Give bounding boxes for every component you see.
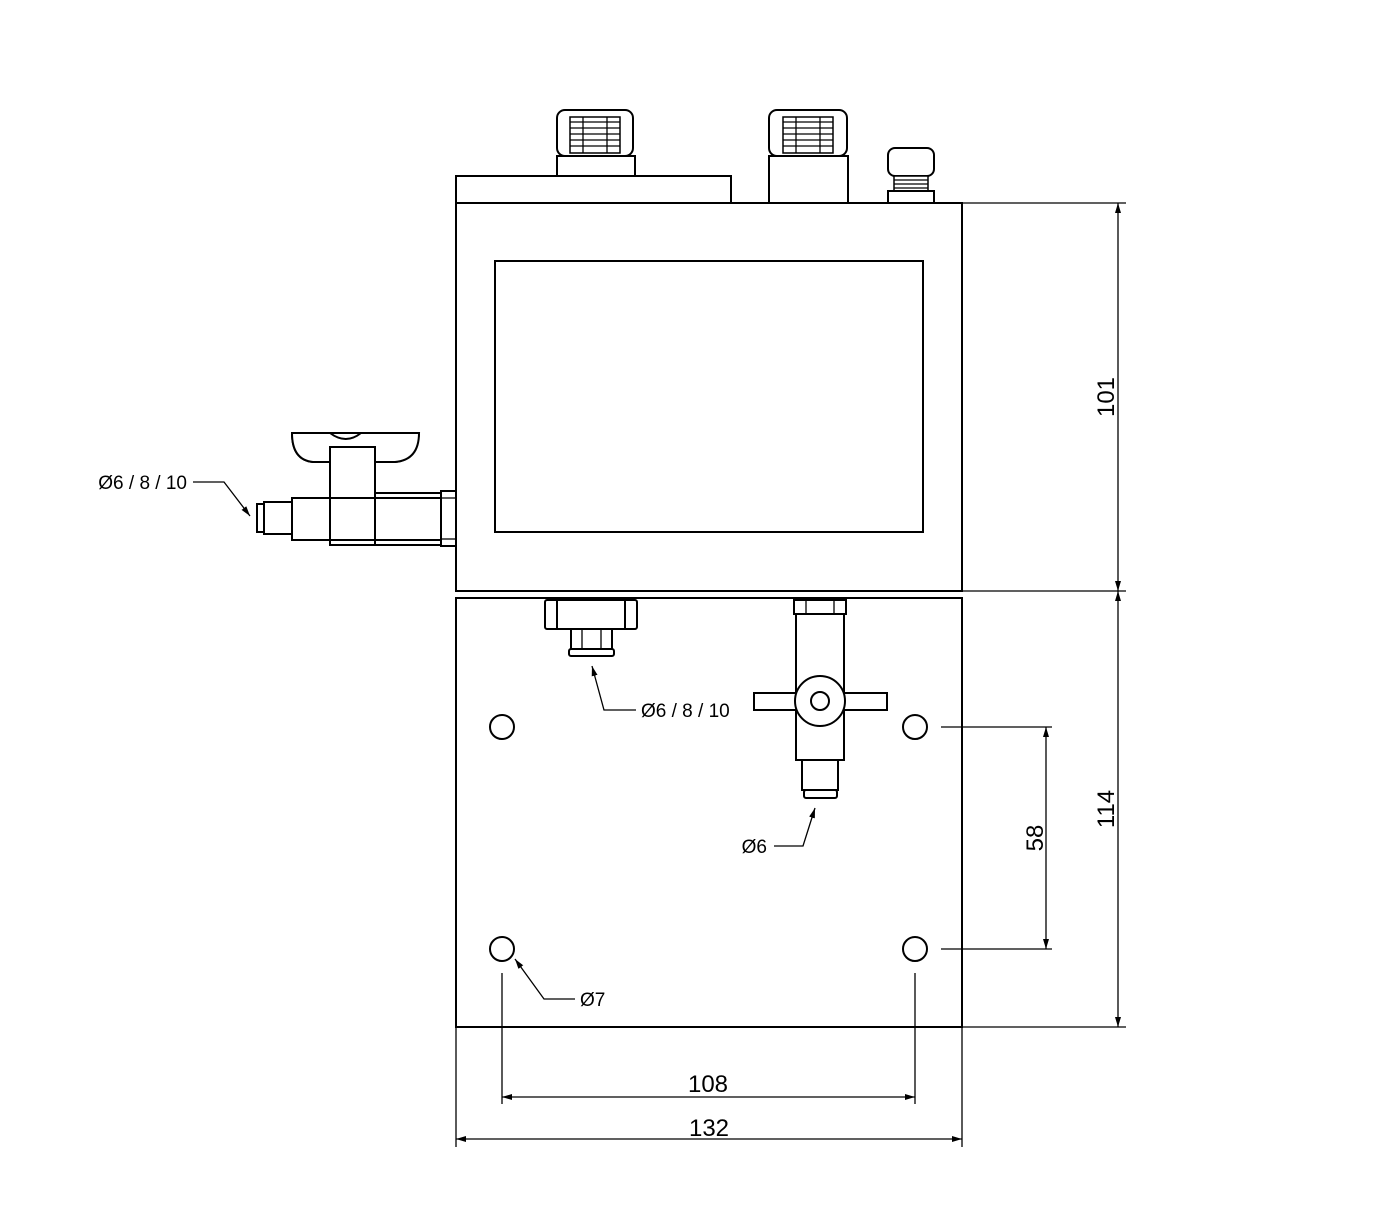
callout-left-valve-tube: Ø6 / 8 / 10 (98, 473, 251, 517)
bottom-ball-valve (753, 599, 888, 799)
housing-lower (455, 597, 963, 1028)
top-cable-gland-middle (768, 109, 849, 204)
left-ball-valve (256, 432, 457, 547)
mounting-hole-bottom-right (902, 936, 928, 962)
housing-divider (456, 590, 962, 599)
callout-bottom-valve-tube: Ø6 (742, 807, 816, 858)
mounting-hole-bottom-left (489, 936, 515, 962)
dimension-hole-horizontal: 108 (501, 973, 916, 1104)
dimension-label-overall-width: 132 (689, 1115, 729, 1142)
dimension-right-heights: 101 114 (962, 202, 1126, 1028)
housing-upper (455, 202, 963, 592)
callout-mounting-hole: Ø7 (514, 958, 605, 1011)
callout-bottom-fitting-tube: Ø6 / 8 / 10 (591, 665, 730, 722)
dimension-hole-vertical: 58 (941, 726, 1052, 950)
dimension-label-bottom-height: 114 (1093, 790, 1120, 828)
callout-label-bottom-valve-tube: Ø6 (742, 837, 767, 858)
dimension-label-top-height: 101 (1093, 377, 1120, 417)
mounting-holes (489, 714, 928, 962)
top-cable-gland-left (556, 109, 636, 177)
top-plate (455, 175, 732, 204)
callout-label-mounting-hole: Ø7 (580, 990, 605, 1011)
callout-label-bottom-fitting-tube: Ø6 / 8 / 10 (641, 701, 730, 722)
dimension-overall-width: 132 (455, 1027, 963, 1147)
dimension-label-hole-vertical: 58 (1022, 825, 1049, 852)
top-cable-gland-small (887, 147, 935, 204)
mounting-hole-top-right (902, 714, 928, 740)
mounting-hole-top-left (489, 714, 515, 740)
bottom-fitting (544, 599, 638, 657)
dimension-label-hole-horizontal: 108 (688, 1071, 728, 1098)
callout-label-left-valve-tube: Ø6 / 8 / 10 (98, 473, 187, 494)
